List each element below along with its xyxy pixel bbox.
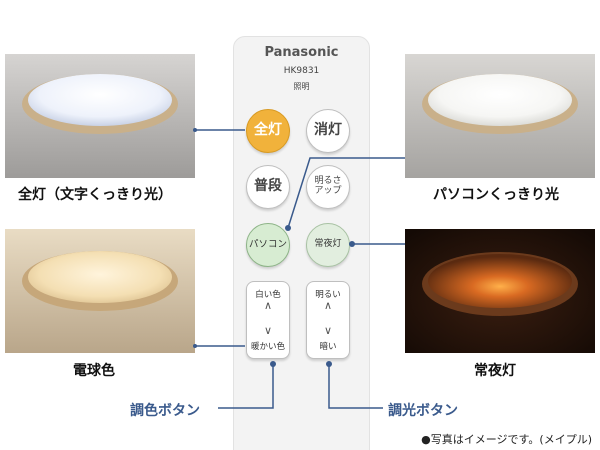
model-number: HK9831 [283,66,320,76]
photo-bulb-color [5,229,195,353]
brand-logo: Panasonic [264,45,339,60]
remote-control: Panasonic HK9831 照明 全灯 消灯 普段 明るさアップ パソコン… [233,36,370,450]
color-rocker-button[interactable]: 白い色 ∧ ∨ 暖かい色 [246,281,290,359]
caption-bulb-color: 電球色 [73,363,115,379]
pc-mode-button[interactable]: パソコン [246,223,290,267]
color-button-caption: 調色ボタン [130,403,200,419]
chevron-down-icon: ∨ [263,324,273,337]
full-light-button[interactable]: 全灯 [246,109,290,153]
color-rocker-bottom-label: 暖かい色 [250,342,285,352]
night-light-button[interactable]: 常夜灯 [306,223,350,267]
normal-button[interactable]: 普段 [246,165,290,209]
off-button[interactable]: 消灯 [306,109,350,153]
color-rocker-top-label: 白い色 [255,290,281,300]
chevron-down-icon: ∨ [323,324,333,337]
chevron-up-icon: ∧ [263,299,273,312]
dim-button-caption: 調光ボタン [388,403,458,419]
photo-full-light [5,54,195,178]
image-note: ●写真はイメージです。(メイプル) [421,433,592,446]
dim-rocker-button[interactable]: 明るい ∧ ∨ 暗い [306,281,350,359]
photo-night-light [405,229,595,353]
dim-rocker-top-label: 明るい [315,290,341,300]
caption-night-light: 常夜灯 [474,363,516,379]
caption-full-light: 全灯（文字くっきり光） [18,187,172,203]
caption-pc-light: パソコンくっきり光 [433,187,559,203]
remote-subtitle: 照明 [293,82,310,91]
brightness-up-button[interactable]: 明るさアップ [306,165,350,209]
photo-pc-light [405,54,595,178]
chevron-up-icon: ∧ [323,299,333,312]
dim-rocker-bottom-label: 暗い [319,342,337,352]
